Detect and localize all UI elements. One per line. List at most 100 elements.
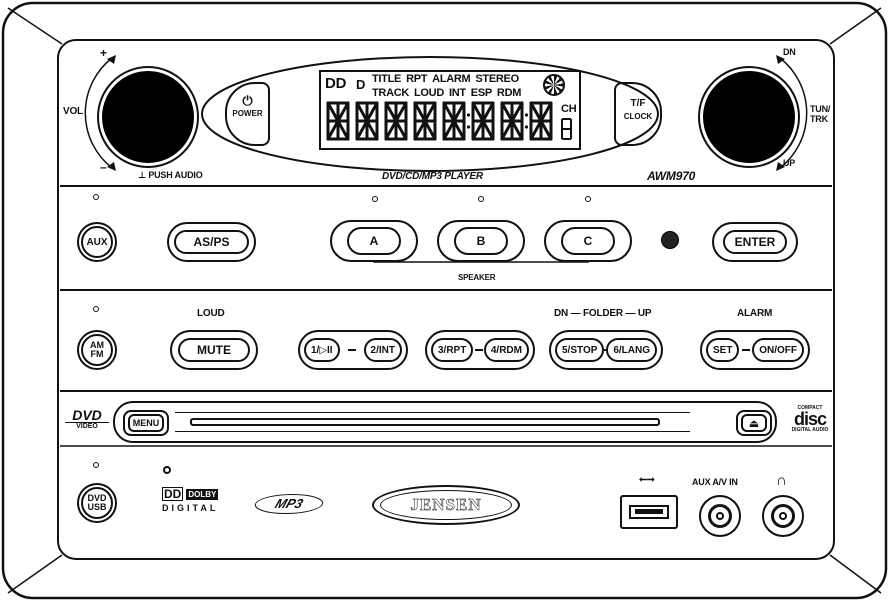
- speaker-a-button[interactable]: A: [330, 220, 418, 262]
- speaker-b-button[interactable]: B: [437, 220, 525, 262]
- dolby-double-d-icon: DD: [162, 487, 184, 501]
- power-button[interactable]: ⏻ POWER: [225, 82, 270, 146]
- lcd-digit: [442, 101, 466, 141]
- am-fm-button[interactable]: AM FM: [77, 330, 117, 370]
- lcd-ch-label: CH: [561, 103, 577, 115]
- lcd-indicator-loud: LOUD: [414, 87, 444, 99]
- volume-knob[interactable]: [99, 68, 197, 166]
- tf-label: T/F: [630, 98, 646, 109]
- lcd-colon-dot: [524, 113, 529, 117]
- lcd-indicator-alarm: ALARM: [432, 73, 471, 85]
- alarm-label: ALARM: [737, 308, 773, 319]
- enter-label: ENTER: [723, 230, 787, 254]
- lcd-digit: [326, 101, 350, 141]
- menu-button[interactable]: MENU: [123, 410, 169, 436]
- dvd-usb-led: [93, 462, 99, 468]
- volume-plus-label: +: [100, 46, 107, 60]
- speaker-b-label: B: [454, 227, 508, 255]
- lcd-indicator-rdm: RDM: [496, 87, 522, 99]
- usb-label: USB: [87, 502, 107, 512]
- lcd-indicator-row-2: TRACK LOUD INT ESP RDM: [372, 87, 521, 99]
- lcd-indicator-track: TRACK: [372, 87, 409, 99]
- headphone-jack[interactable]: [762, 495, 804, 537]
- speaker-label: SPEAKER: [458, 273, 496, 282]
- push-audio-label: ⊥ PUSH AUDIO: [138, 170, 203, 180]
- tuner-up-label: UP: [783, 158, 796, 168]
- menu-label: MENU: [127, 414, 165, 432]
- dvd-usb-label: DVD USB: [81, 487, 113, 519]
- video-logo-text: VIDEO: [65, 422, 109, 430]
- enter-button[interactable]: ENTER: [712, 222, 798, 262]
- jensen-logo: JENSEN: [372, 485, 520, 525]
- lcd-digit: [355, 101, 379, 141]
- dolby-d-icon: DD: [325, 75, 347, 92]
- lcd-digit: [413, 101, 437, 141]
- lcd-indicator-stereo: STEREO: [475, 73, 519, 85]
- disc-logo-text: disc: [793, 409, 827, 429]
- preset-3-button[interactable]: 3/RPT: [431, 338, 474, 362]
- lcd-digit: [384, 101, 408, 141]
- as-ps-label: AS/PS: [174, 230, 249, 254]
- jensen-text: JENSEN: [410, 495, 482, 515]
- lcd-display: [319, 70, 581, 150]
- tf-clock-button[interactable]: T/F CLOCK: [614, 82, 662, 146]
- preset-1-2-pair: 1/▷II 2/INT: [298, 330, 408, 370]
- lcd-ch-digit: [561, 118, 572, 140]
- usb-icon: ⭠⭢: [639, 474, 655, 485]
- headphone-icon: ∩: [776, 472, 787, 489]
- volume-minus-label: –: [100, 160, 107, 174]
- disc-slot[interactable]: [113, 401, 777, 443]
- preset-3-4-pair: 3/RPT 4/RDM: [425, 330, 535, 370]
- eject-icon: ⏏: [740, 414, 768, 432]
- lcd-segment-digits: [326, 101, 572, 141]
- folder-label: DN — FOLDER — UP: [554, 308, 652, 319]
- preset-1-button[interactable]: 1/▷II: [304, 338, 340, 362]
- alarm-onoff-button[interactable]: ON/OFF: [752, 338, 804, 362]
- volume-arc: [84, 57, 113, 169]
- disc-slot-inner-line: [175, 412, 690, 432]
- lcd-digit: [529, 101, 553, 141]
- model-label: AWM970: [647, 169, 696, 183]
- lcd-indicator-rpt: RPT: [406, 73, 428, 85]
- eject-button[interactable]: ⏏: [736, 410, 772, 436]
- mic-indicator: [163, 466, 171, 474]
- aux-button[interactable]: AUX: [77, 222, 117, 262]
- lcd-indicator-int: INT: [448, 87, 466, 99]
- lcd-indicator-esp: ESP: [470, 87, 492, 99]
- preset-5-6-pair: 5/STOP 6/LANG: [549, 330, 663, 370]
- fm-label: FM: [90, 349, 104, 359]
- player-type-label: DVD/CD/MP3 PLAYER: [382, 171, 483, 182]
- dolby-digital-logo: DD DOLBY DIGITAL: [162, 487, 219, 513]
- lcd-colon-dot: [466, 125, 471, 129]
- aux-av-in-jack[interactable]: [699, 495, 741, 537]
- ir-sensor: [661, 231, 679, 249]
- lcd-colon-dot: [466, 113, 471, 117]
- aux-led: [93, 194, 99, 200]
- mp3-text: MP3: [273, 496, 306, 511]
- preset-6-button[interactable]: 6/LANG: [606, 338, 657, 362]
- mute-button[interactable]: MUTE: [170, 330, 258, 370]
- led-b: [478, 196, 484, 202]
- led-a: [372, 196, 378, 202]
- volume-label: VOL: [63, 106, 83, 117]
- am-fm-led: [93, 306, 99, 312]
- preset-4-button[interactable]: 4/RDM: [483, 338, 529, 362]
- power-icon: ⏻: [242, 93, 253, 108]
- tuner-knob[interactable]: [700, 68, 798, 166]
- usb-port[interactable]: [620, 495, 678, 529]
- preset-5-button[interactable]: 5/STOP: [555, 338, 605, 362]
- aux-button-label: AUX: [81, 226, 113, 258]
- am-fm-label: AM FM: [81, 334, 113, 366]
- dolby-text: DOLBY: [186, 488, 219, 500]
- preset-2-button[interactable]: 2/INT: [363, 338, 402, 362]
- led-c: [585, 196, 591, 202]
- dvd-usb-button[interactable]: DVD USB: [77, 483, 117, 523]
- alarm-set-button[interactable]: SET: [706, 338, 740, 362]
- speaker-c-button[interactable]: C: [544, 220, 632, 262]
- speaker-a-label: A: [347, 227, 401, 255]
- as-ps-button[interactable]: AS/PS: [167, 222, 256, 262]
- lcd-d-indicator: D: [356, 77, 366, 92]
- lcd-colon-dot: [524, 125, 529, 129]
